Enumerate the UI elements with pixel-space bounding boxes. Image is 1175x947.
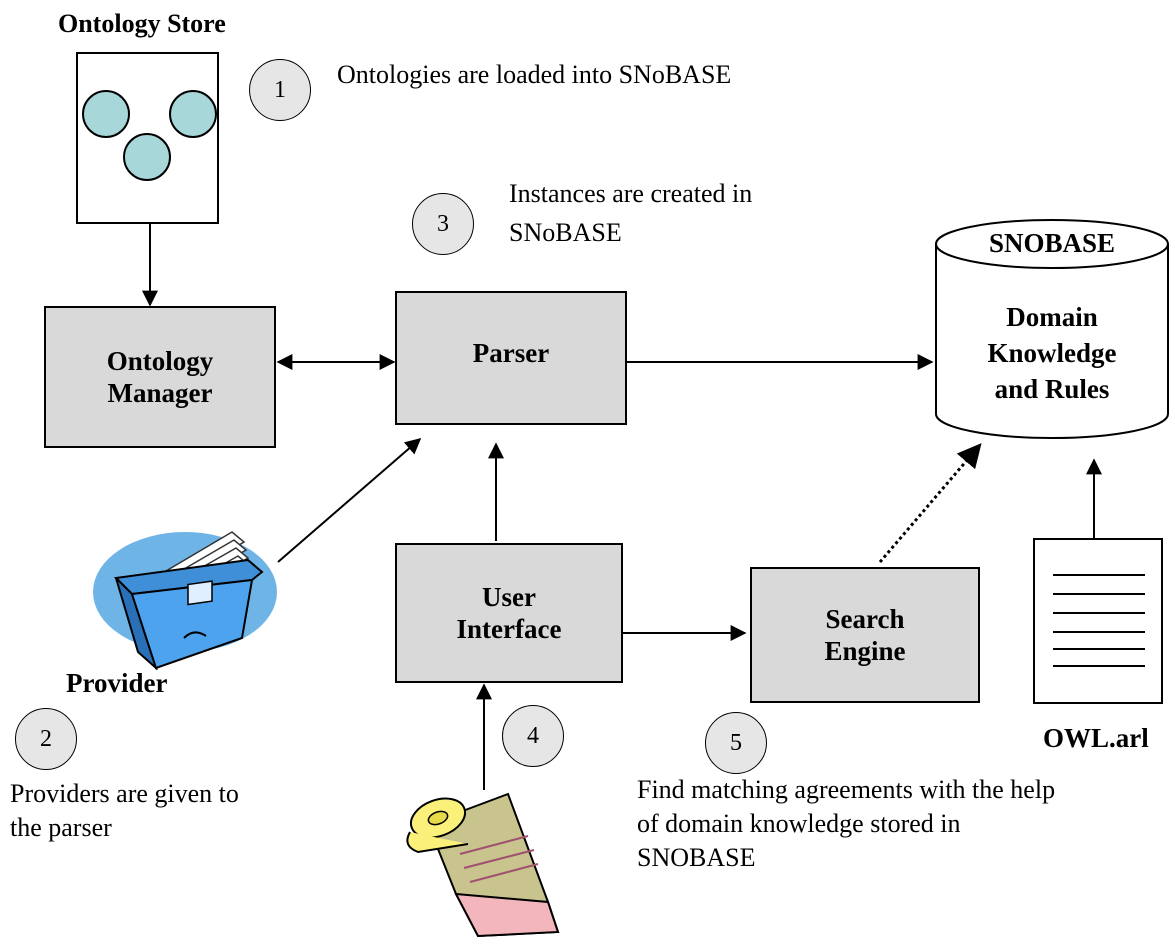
user-interface-label-line-2: Interface [456, 614, 562, 644]
provider-icon [93, 531, 277, 670]
step-5-text-line-2: of domain knowledge stored in [637, 809, 961, 838]
step-1-badge: 1 [249, 59, 311, 121]
snobase-body-line-2: Knowledge [987, 338, 1117, 368]
owl-document-label: OWL.arl [1043, 723, 1149, 753]
parser-label: Parser [472, 338, 550, 368]
provider-label: Provider [66, 668, 168, 698]
snobase-title: SNOBASE [988, 228, 1116, 258]
step-2-text-line-1: Providers are given to [10, 779, 239, 808]
step-2-text-line-2: the parser [10, 813, 112, 842]
ontology-circle [123, 133, 171, 181]
search-engine-label-line-2: Engine [824, 636, 906, 666]
ontology-circle [82, 90, 130, 138]
step-4-badge: 4 [502, 705, 564, 767]
snobase-body-line-1: Domain [1006, 302, 1098, 332]
parser-box: Parser [395, 291, 627, 425]
owl-document-icon [1033, 538, 1163, 704]
agreement-scroll-icon [406, 792, 560, 938]
user-interface-label-line-1: User [482, 582, 536, 612]
arrow-provider-to-parser [277, 437, 422, 563]
search-engine-box: Search Engine [750, 567, 980, 703]
ontology-manager-box: Ontology Manager [44, 306, 276, 448]
snobase-database [935, 219, 1169, 439]
search-engine-label-line-1: Search [825, 604, 905, 634]
step-2-badge: 2 [15, 708, 77, 770]
ontology-manager-label-line-2: Manager [107, 378, 213, 408]
ontology-circle [169, 90, 217, 138]
step-3-badge: 3 [412, 193, 474, 255]
step-5-badge: 5 [705, 712, 767, 774]
ontology-store-title: Ontology Store [58, 9, 226, 38]
snobase-body-line-3: and Rules [994, 374, 1110, 404]
step-5-text-line-3: SNOBASE [637, 843, 756, 872]
step-5-text-line-1: Find matching agreements with the help [637, 775, 1056, 804]
ontology-store-box [76, 52, 219, 224]
user-interface-box: User Interface [395, 543, 623, 683]
step-1-text: Ontologies are loaded into SNoBASE [337, 60, 732, 89]
arrow-search-to-db [878, 443, 982, 563]
step-3-text-line-1: Instances are created in [509, 179, 753, 208]
ontology-manager-label-line-1: Ontology [106, 346, 214, 376]
step-3-text-line-2: SNoBASE [509, 218, 622, 247]
